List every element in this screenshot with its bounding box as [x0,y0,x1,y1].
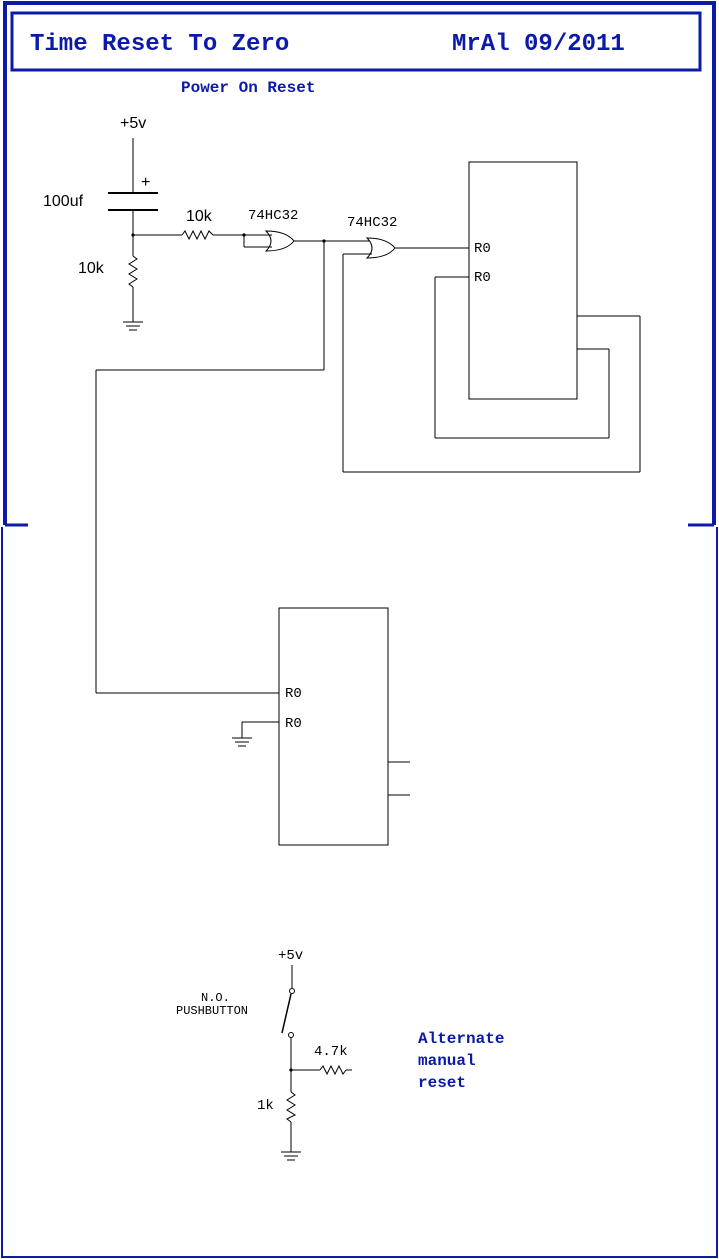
author-date: MrAl 09/2011 [452,31,625,58]
or-gate-2 [365,237,396,259]
counter-ic-bottom [278,607,389,846]
resistor-pulldown-10k [128,255,138,288]
capacitor-polarity: + [141,174,150,191]
gate1-label: 74HC32 [248,208,298,224]
junction-dot [322,239,326,243]
supply-label-manual: +5v [278,948,303,964]
junction-dot [242,233,246,237]
ic-top-pin-r0-b: R0 [474,270,491,286]
resistor-pulldown-label: 10k [78,260,105,277]
resistor-series-label: 10k [186,208,213,225]
page-title: Time Reset To Zero [30,31,289,58]
title-box [10,11,702,72]
ic-bottom-pin-r0-a: R0 [285,686,302,702]
lower-counter-circuit [232,607,410,846]
pushbutton-lever [281,993,292,1034]
junction-dot [289,1068,293,1072]
resistor-1k-label: 1k [257,1098,274,1114]
note-line-2: manual [418,1052,476,1070]
counter-ic-top [468,161,578,400]
note-line-1: Alternate [418,1030,504,1048]
resistor-4-7k [319,1064,347,1076]
resistor-1k [286,1091,297,1123]
ic-bottom-pin-r0-b: R0 [285,716,302,732]
note-line-3: reset [418,1074,466,1092]
manual-reset-circuit [281,965,352,1161]
or-gate-1 [264,230,295,252]
ic-top-pin-r0-a: R0 [474,241,491,257]
power-on-reset-circuit [95,138,641,694]
resistor-series-10k [181,229,214,241]
supply-label-top: +5v [120,115,146,132]
switch-label-line2: PUSHBUTTON [176,1004,248,1018]
capacitor-label: 100uf [43,193,84,210]
switch-label-line1: N.O. [201,991,230,1005]
resistor-4-7k-label: 4.7k [314,1044,348,1060]
gate2-label: 74HC32 [347,215,397,231]
junction-dot [131,233,135,237]
section-label-power-on-reset: Power On Reset [181,79,315,97]
